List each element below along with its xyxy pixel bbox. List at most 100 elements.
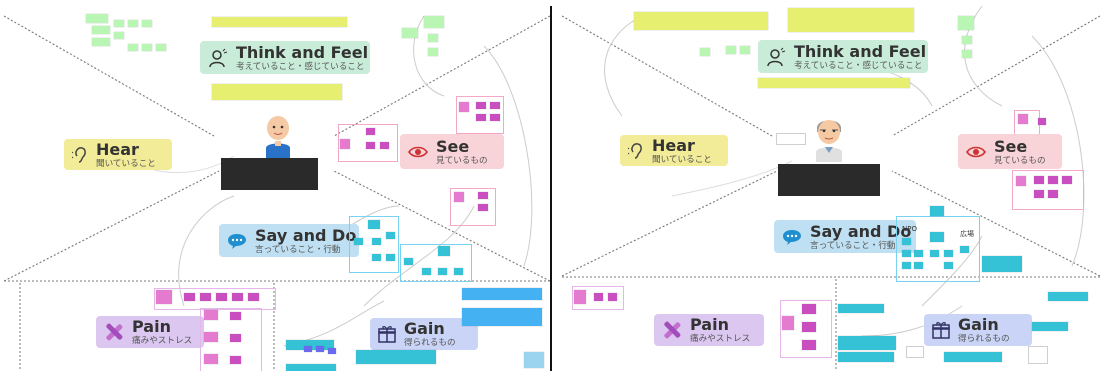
- sticky-note[interactable]: [478, 204, 488, 211]
- sticky-note[interactable]: [914, 250, 923, 257]
- sticky-note[interactable]: [758, 78, 910, 88]
- sticky-note[interactable]: [944, 262, 953, 269]
- sticky-note[interactable]: [424, 16, 444, 28]
- sticky-note[interactable]: [428, 34, 438, 42]
- sticky-note[interactable]: [634, 12, 768, 30]
- sticky-note[interactable]: [230, 312, 241, 320]
- sticky-note[interactable]: [1034, 190, 1044, 198]
- sticky-note[interactable]: [524, 352, 544, 368]
- sticky-note[interactable]: [428, 48, 438, 56]
- sticky-note[interactable]: [184, 293, 195, 301]
- sticky-note[interactable]: [476, 114, 486, 121]
- sticky-note[interactable]: [230, 334, 241, 342]
- sticky-note[interactable]: [1048, 176, 1058, 184]
- sticky-note[interactable]: [402, 28, 418, 38]
- sticky-note[interactable]: [802, 322, 816, 332]
- sticky-note[interactable]: [802, 304, 816, 314]
- sticky-note[interactable]: [454, 268, 463, 275]
- sticky-note[interactable]: [304, 346, 312, 352]
- sticky-note[interactable]: [114, 20, 124, 27]
- sticky-note[interactable]: [476, 102, 486, 109]
- sticky-note[interactable]: [462, 308, 542, 326]
- sticky-note[interactable]: [204, 354, 218, 364]
- sticky-note[interactable]: [200, 293, 211, 301]
- sticky-note[interactable]: [216, 293, 227, 301]
- sticky-note[interactable]: [438, 268, 447, 275]
- sticky-note[interactable]: [838, 304, 884, 313]
- sticky-note[interactable]: [944, 352, 1002, 362]
- sticky-note[interactable]: [386, 254, 395, 261]
- sticky-note[interactable]: [156, 290, 172, 304]
- sticky-note[interactable]: [838, 352, 894, 362]
- sticky-note[interactable]: [740, 46, 750, 54]
- sticky-note[interactable]: [204, 332, 218, 342]
- sticky-note[interactable]: [366, 142, 375, 149]
- sticky-note[interactable]: [700, 48, 710, 56]
- sticky-note[interactable]: [92, 26, 110, 34]
- sticky-note[interactable]: [1048, 190, 1058, 198]
- sticky-note[interactable]: [902, 262, 911, 269]
- sticky-note[interactable]: [354, 238, 363, 245]
- sticky-note[interactable]: [1038, 118, 1046, 125]
- sticky-note[interactable]: [902, 250, 911, 257]
- sticky-note[interactable]: [930, 206, 944, 216]
- sticky-note[interactable]: [316, 346, 324, 352]
- sticky-note[interactable]: [286, 364, 336, 371]
- sticky-note[interactable]: [462, 288, 542, 300]
- sticky-note[interactable]: [204, 310, 218, 320]
- sticky-note[interactable]: [726, 46, 736, 54]
- sticky-note[interactable]: [404, 258, 413, 265]
- sticky-note[interactable]: [454, 192, 464, 202]
- sticky-note[interactable]: [1062, 176, 1072, 184]
- sticky-note[interactable]: [142, 20, 152, 27]
- sticky-note[interactable]: [490, 102, 500, 109]
- sticky-note[interactable]: [478, 192, 488, 199]
- sticky-note[interactable]: [459, 102, 469, 112]
- sticky-note[interactable]: [380, 142, 389, 149]
- sticky-note[interactable]: [248, 293, 259, 301]
- sticky-note[interactable]: [128, 20, 138, 27]
- sticky-note[interactable]: [788, 8, 914, 32]
- sticky-note[interactable]: [328, 348, 336, 354]
- sticky-note[interactable]: [212, 84, 342, 100]
- sticky-note[interactable]: [962, 36, 972, 44]
- sticky-note[interactable]: [92, 38, 110, 46]
- sticky-note[interactable]: [608, 293, 617, 301]
- sticky-note[interactable]: [802, 340, 816, 350]
- sticky-note[interactable]: [366, 128, 375, 135]
- sticky-note[interactable]: [958, 16, 974, 30]
- sticky-note[interactable]: [1048, 292, 1088, 301]
- sticky-note[interactable]: [574, 290, 586, 304]
- sticky-note[interactable]: [838, 336, 896, 350]
- sticky-note[interactable]: [422, 268, 431, 275]
- sticky-note[interactable]: [356, 350, 436, 364]
- sticky-note[interactable]: [962, 50, 972, 58]
- sticky-note[interactable]: [902, 238, 911, 245]
- sticky-note[interactable]: [1016, 176, 1026, 186]
- sticky-note[interactable]: [594, 293, 603, 301]
- sticky-note[interactable]: [490, 114, 500, 121]
- sticky-note[interactable]: [340, 139, 350, 149]
- sticky-note[interactable]: [212, 17, 347, 27]
- sticky-note[interactable]: [386, 232, 395, 239]
- sticky-note[interactable]: [930, 250, 939, 257]
- sticky-note[interactable]: [438, 246, 450, 256]
- sticky-note[interactable]: [930, 232, 944, 242]
- sticky-note[interactable]: [1032, 322, 1068, 331]
- sticky-note[interactable]: [230, 356, 241, 364]
- sticky-note[interactable]: [1034, 176, 1044, 184]
- sticky-note[interactable]: [914, 262, 923, 269]
- sticky-note[interactable]: [232, 293, 243, 301]
- sticky-note[interactable]: [368, 220, 380, 229]
- sticky-note[interactable]: [142, 44, 152, 51]
- sticky-note[interactable]: [1018, 114, 1028, 124]
- sticky-note[interactable]: [128, 44, 138, 51]
- sticky-note[interactable]: [86, 14, 108, 23]
- sticky-note[interactable]: [782, 316, 794, 330]
- sticky-note[interactable]: [372, 254, 381, 261]
- sticky-note[interactable]: [372, 238, 381, 245]
- sticky-note[interactable]: [286, 340, 334, 350]
- sticky-note[interactable]: [982, 256, 1022, 272]
- sticky-note[interactable]: [156, 44, 166, 51]
- sticky-note[interactable]: [114, 32, 124, 39]
